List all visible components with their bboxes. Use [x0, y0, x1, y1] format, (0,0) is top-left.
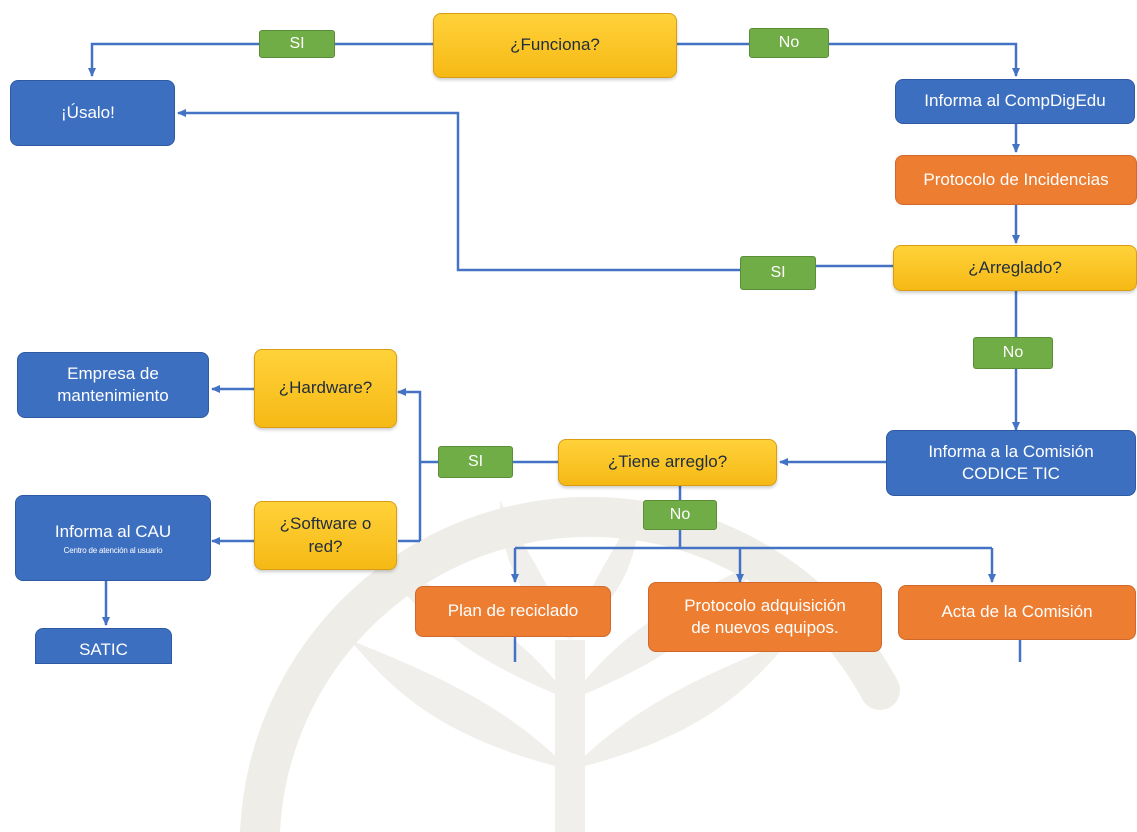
node-empresa-line1: Empresa de — [67, 363, 159, 383]
node-hardware-label: ¿Hardware? — [278, 378, 373, 398]
node-funciona-label: ¿Funciona? — [510, 35, 600, 55]
label-no-tiene-text: No — [669, 505, 691, 523]
node-software-line1: ¿Software o — [279, 514, 372, 534]
label-no-funciona: No — [749, 28, 829, 58]
label-si-funciona-text: SI — [289, 34, 305, 52]
edge-si-usalo — [177, 109, 742, 272]
label-no-arreglado-text: No — [1002, 343, 1024, 361]
node-informa-cau-sub: Centro de atención al usuario — [63, 545, 163, 555]
node-arreglado-label: ¿Arreglado? — [968, 257, 1062, 277]
node-protocolo-adquisicion: Protocolo adquisición de nuevos equipos. — [648, 582, 882, 652]
node-empresa-mantenimiento: Empresa de mantenimiento — [17, 352, 209, 418]
node-informa-compdigedu: Informa al CompDigEdu — [895, 79, 1135, 124]
node-empresa-line2: mantenimiento — [57, 386, 169, 405]
node-informa-comision-line1: Informa a la Comisión — [928, 441, 1094, 461]
node-funciona: ¿Funciona? — [433, 13, 677, 78]
node-plan-reciclado-label: Plan de reciclado — [447, 601, 579, 621]
label-si-tiene: SI — [438, 446, 513, 478]
node-informa-comision: Informa a la Comisión CODICE TIC — [886, 430, 1136, 496]
node-informa-compdigedu-label: Informa al CompDigEdu — [924, 91, 1106, 111]
node-software-line2: red? — [308, 536, 343, 556]
edge-funciona-no — [677, 42, 1020, 77]
label-si-tiene-text: SI — [467, 452, 484, 470]
node-tiene-arreglo: ¿Tiene arreglo? — [558, 439, 777, 486]
node-tiene-arreglo-label: ¿Tiene arreglo? — [607, 452, 728, 472]
node-arreglado: ¿Arreglado? — [893, 245, 1137, 291]
node-informa-cau: Informa al CAU Centro de atención al usu… — [15, 495, 211, 581]
node-protocolo-incidencias-label: Protocolo de Incidencias — [923, 169, 1109, 189]
label-no-tiene: No — [643, 500, 717, 530]
node-informa-cau-label: Informa al CAU — [54, 521, 172, 541]
node-protocolo-adq-line1: Protocolo adquisición — [684, 595, 846, 615]
node-acta-comision-label: Acta de la Comisión — [941, 602, 1093, 622]
node-satic: SATIC — [35, 628, 172, 664]
node-informa-comision-line2: CODICE TIC — [962, 464, 1060, 483]
node-plan-reciclado: Plan de reciclado — [415, 586, 611, 637]
node-protocolo-adq-line2: de nuevos equipos. — [691, 618, 839, 637]
node-acta-comision: Acta de la Comisión — [898, 585, 1136, 640]
label-no-arreglado: No — [973, 337, 1053, 369]
label-si-arreglado: SI — [740, 256, 816, 290]
node-satic-label: SATIC — [79, 639, 128, 659]
label-si-arreglado-text: SI — [770, 263, 786, 281]
node-hardware: ¿Hardware? — [254, 349, 397, 428]
node-protocolo-incidencias: Protocolo de Incidencias — [895, 155, 1137, 205]
label-no-funciona-text: No — [778, 33, 800, 51]
node-usalo-label: ¡Úsalo! — [61, 102, 115, 122]
node-usalo: ¡Úsalo! — [10, 80, 175, 146]
node-software-red: ¿Software o red? — [254, 501, 397, 570]
label-si-funciona: SI — [259, 30, 335, 58]
edge-si-hardware — [397, 388, 422, 541]
